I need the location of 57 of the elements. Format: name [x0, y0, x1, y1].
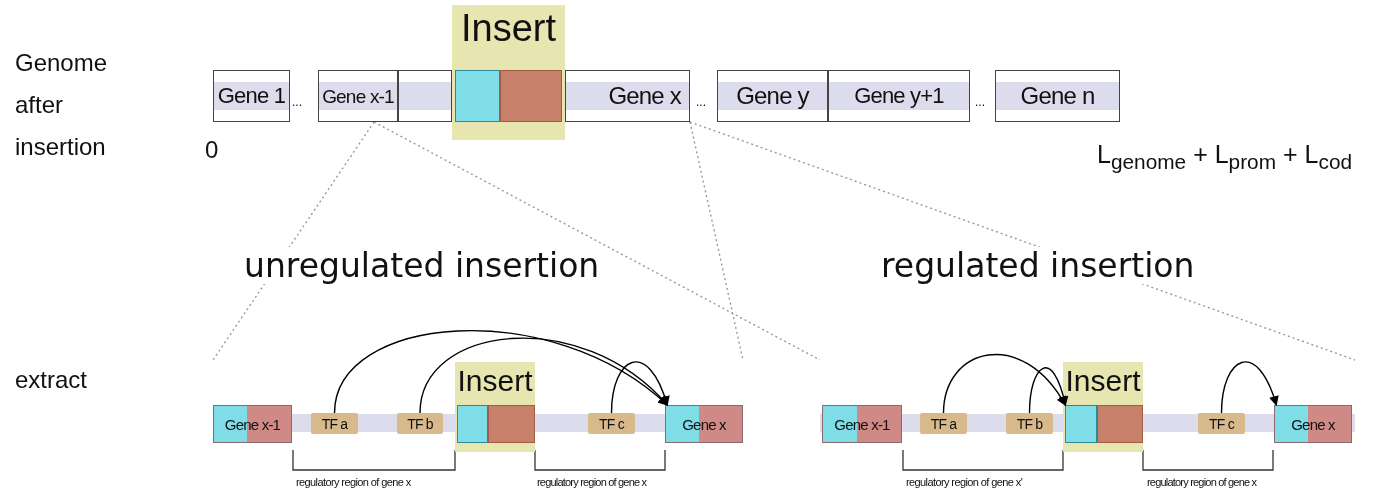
tf-label: TF c: [1209, 416, 1234, 431]
tf-label: TF c: [599, 416, 624, 431]
ellipsis: ...: [696, 96, 706, 108]
gene-box: [828, 70, 970, 122]
gene-label: Gene y: [736, 84, 809, 108]
arrow: [610, 361, 670, 414]
insert-label: Insert: [457, 366, 533, 396]
insert-region: [452, 5, 565, 140]
ellipsis: ...: [975, 96, 985, 108]
bracket-label: regulatory region of gene x': [906, 477, 1023, 488]
gene-box: [665, 405, 743, 443]
tf-box: [1198, 413, 1245, 434]
gene-label: Gene x-1: [224, 416, 281, 432]
gene-box: [822, 405, 902, 443]
tf-box: [397, 413, 443, 434]
gene-box: [318, 70, 398, 122]
zoom-line: [689, 121, 744, 361]
insert-label: Insert: [460, 9, 556, 47]
insert-region: [455, 362, 535, 452]
axis-start-label: 0: [205, 138, 219, 162]
row-label: extract: [15, 368, 88, 392]
axis-end-label: L$_{genome}$ + L$_{prom}$ + L$_{cod}$: [1097, 142, 1353, 173]
bracket-label: regulatory region of gene x: [296, 477, 411, 488]
ellipsis: ...: [292, 96, 302, 108]
gene-label: Gene y+1: [854, 85, 944, 107]
bracket-label: regulatory region of gene x: [537, 477, 647, 488]
insert-region: [1063, 362, 1143, 452]
gene-label: Gene x: [682, 416, 726, 432]
zoom-line: [373, 121, 821, 361]
row-label: Genome after insertion: [15, 48, 109, 162]
arrow: [419, 337, 669, 414]
tf-box: [1006, 413, 1053, 434]
gene-label: Gene x-1: [322, 86, 394, 106]
gene-label: Gene 1: [217, 85, 286, 107]
bracket-label: regulatory region of gene x: [1147, 477, 1257, 488]
gene-label: Gene x-1: [834, 416, 890, 432]
tf-label: TF b: [1016, 416, 1043, 431]
tf-box: [920, 413, 967, 434]
gene-label: Gene n: [1020, 84, 1095, 108]
arrow: [1028, 367, 1068, 414]
gene-box: [995, 70, 1120, 122]
tf-label: TF b: [407, 416, 433, 431]
gene-label: Gene x: [1291, 416, 1335, 432]
gene-box: [213, 70, 290, 122]
gene-box: [717, 70, 828, 122]
tf-box: [588, 413, 635, 434]
gene-box: [1274, 405, 1352, 443]
arrow: [1220, 361, 1279, 414]
tf-label: TF a: [930, 416, 957, 431]
zoom-line: [212, 121, 375, 361]
gene-box: [398, 70, 452, 122]
tf-box: [311, 413, 358, 434]
gene-box: [213, 405, 292, 443]
gene-label: Gene x: [608, 84, 681, 108]
gene-box: [565, 70, 690, 122]
insert-label: Insert: [1065, 366, 1141, 396]
tf-label: TF a: [321, 416, 348, 431]
